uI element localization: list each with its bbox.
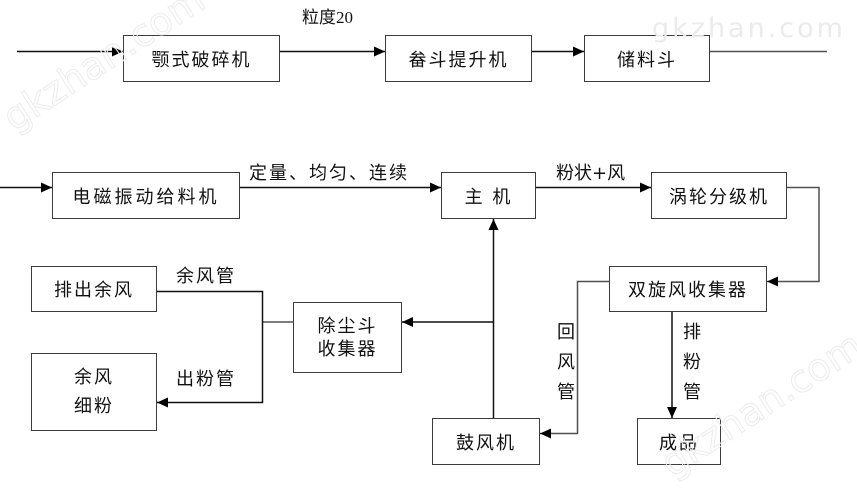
node-label: 畚斗提升机 <box>408 49 509 71</box>
edge-label-powder-discharge-pipe: 排粉管 <box>680 322 701 412</box>
node-turbo-classifier: 涡轮分级机 <box>651 172 787 219</box>
node-label: 鼓风机 <box>456 432 516 454</box>
node-label: 排出余风 <box>54 280 134 301</box>
node-finished-product: 成品 <box>637 418 721 465</box>
connector-cyclone-return-air-to-blower <box>540 280 609 439</box>
node-label: 颚式破碎机 <box>151 49 252 71</box>
node-label: 涡轮分级机 <box>669 186 769 208</box>
node-label: 主 机 <box>464 186 513 208</box>
edge-label-powder-outlet-pipe: 出粉管 <box>176 369 236 390</box>
node-label-line-1: 余风 <box>74 367 114 388</box>
node-label: 电磁振动给料机 <box>72 186 220 208</box>
node-exhaust-air: 排出余风 <box>31 266 157 312</box>
node-storage-hopper: 储料斗 <box>584 35 710 82</box>
edge-label-feed-requirement: 定量、均匀、连续 <box>249 163 409 184</box>
node-label: 储料斗 <box>617 49 677 71</box>
node-main-mill: 主 机 <box>441 172 536 219</box>
node-blower: 鼓风机 <box>432 418 540 465</box>
edge-label-residual-air-pipe: 余风管 <box>176 266 236 287</box>
node-label-line-2: 细粉 <box>74 396 114 417</box>
node-bucket-elevator: 畚斗提升机 <box>385 35 532 82</box>
node-residual-fine-powder: 余风 细粉 <box>31 353 157 431</box>
connector-classifier-to-cyclone <box>767 186 820 287</box>
connector-powder-outlet-pipe <box>157 322 264 408</box>
edge-label-return-air-pipe: 回风管 <box>554 322 575 412</box>
node-label: 双旋风收集器 <box>628 280 748 301</box>
edge-label-particle-size: 粒度20 <box>302 8 353 27</box>
connector-residual-air-pipe <box>157 290 264 322</box>
node-label-line-1: 除尘斗 <box>317 315 378 337</box>
node-dust-collector: 除尘斗 收集器 <box>293 302 402 373</box>
node-vibrating-feeder: 电磁振动给料机 <box>52 172 240 219</box>
node-cyclone-collector: 双旋风收集器 <box>609 266 767 312</box>
edge-label-powder-and-air: 粉状+风 <box>556 163 626 184</box>
node-label: 成品 <box>659 432 699 454</box>
node-label-line-2: 收集器 <box>317 338 378 360</box>
node-jaw-crusher: 颚式破碎机 <box>123 35 280 82</box>
